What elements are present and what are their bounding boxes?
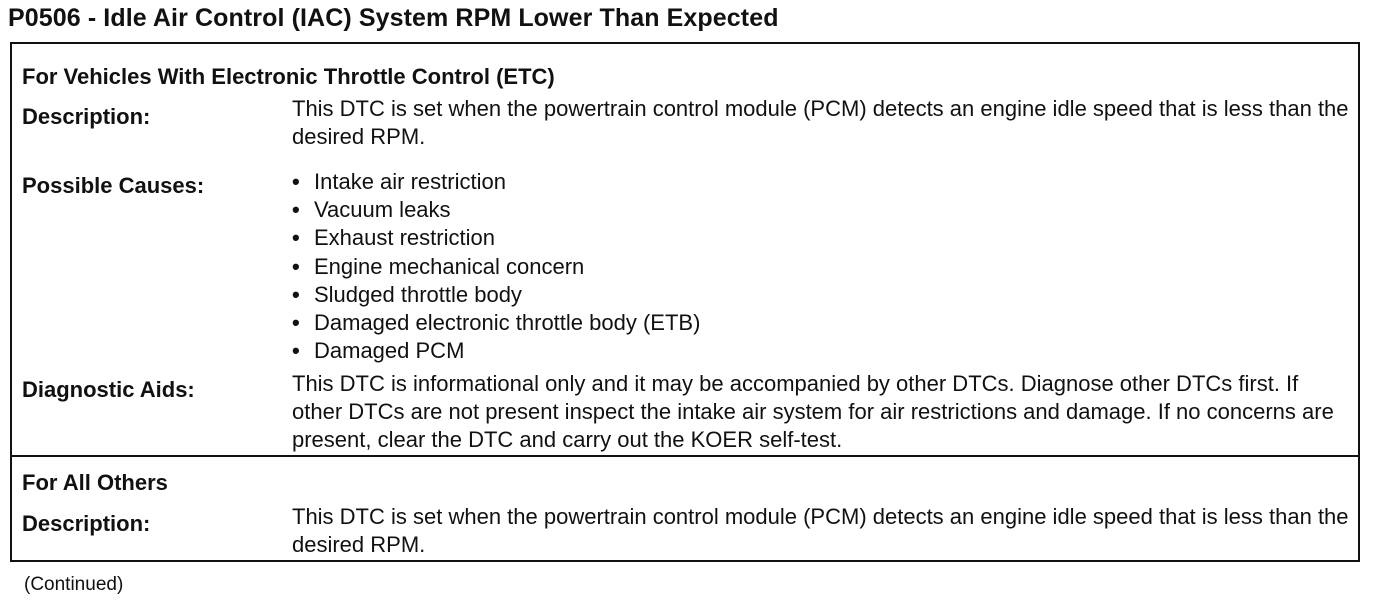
page-title: P0506 - Idle Air Control (IAC) System RP… xyxy=(8,4,779,32)
list-item: • Sludged throttle body xyxy=(292,281,700,309)
list-item: • Damaged PCM xyxy=(292,337,700,365)
list-item: • Intake air restriction xyxy=(292,168,700,196)
cause-text: Sludged throttle body xyxy=(314,281,522,307)
diagnostic-aids-label: Diagnostic Aids: xyxy=(22,377,195,402)
cause-text: Exhaust restriction xyxy=(314,225,495,251)
bullet-icon: • xyxy=(292,253,300,279)
section-divider xyxy=(12,455,1358,457)
description-label: Description: xyxy=(22,104,151,129)
bullet-icon: • xyxy=(292,197,300,223)
dtc-table: For Vehicles With Electronic Throttle Co… xyxy=(10,42,1360,562)
cause-text: Damaged PCM xyxy=(314,338,465,364)
possible-causes-list: • Intake air restriction • Vacuum leaks • E… xyxy=(292,168,700,365)
possible-causes-label: Possible Causes: xyxy=(22,173,205,198)
section-heading-etc: For Vehicles With Electronic Throttle Co… xyxy=(22,64,555,89)
diagnostic-aids-text: This DTC is informational only and it ma… xyxy=(292,371,1334,452)
cause-text: Intake air restriction xyxy=(314,169,506,194)
cause-text: Engine mechanical concern xyxy=(314,253,585,279)
cause-text: Damaged electronic throttle body (ETB) xyxy=(314,310,701,336)
description-text: This DTC is set when the powertrain cont… xyxy=(292,96,1349,149)
list-item: • Engine mechanical concern xyxy=(292,253,700,281)
bullet-icon: • xyxy=(292,310,300,336)
list-item: • Vacuum leaks xyxy=(292,196,700,224)
section-heading-all-others: For All Others xyxy=(22,470,168,495)
bullet-icon: • xyxy=(292,281,300,307)
continued-note: (Continued) xyxy=(24,574,124,595)
list-item: • Damaged electronic throttle body (ETB) xyxy=(292,309,700,337)
bullet-icon: • xyxy=(292,169,300,194)
list-item: • Exhaust restriction xyxy=(292,224,700,252)
description-label: Description: xyxy=(22,511,151,536)
bullet-icon: • xyxy=(292,225,300,251)
cause-text: Vacuum leaks xyxy=(314,197,451,223)
description-text: This DTC is set when the powertrain cont… xyxy=(292,504,1349,557)
bullet-icon: • xyxy=(292,338,300,364)
